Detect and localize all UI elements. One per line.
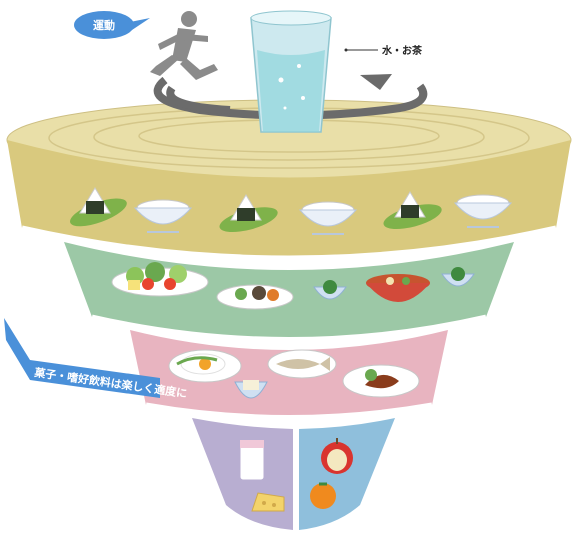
exercise-bubble: 運動: [74, 11, 150, 39]
orange-icon: [310, 482, 336, 509]
water-label-text: 水・お茶: [381, 44, 423, 57]
apple-icon: [321, 438, 353, 474]
fish-icon: [267, 349, 337, 379]
runner-icon: [150, 11, 218, 80]
meat-icon: [342, 364, 420, 398]
water-glass-icon: [250, 10, 332, 133]
rice-bowl-icon: [133, 199, 193, 233]
small-bowl-icon: [313, 280, 347, 300]
rice-ball-icon: [70, 187, 127, 227]
cheese-icon: [251, 492, 285, 512]
fried-egg-icon: [168, 349, 242, 383]
salad-icon: [111, 262, 209, 297]
small-bowl-icon: [441, 267, 475, 287]
rice-bowl-icon: [298, 201, 358, 235]
rice-ball-icon: [383, 191, 442, 230]
water-label: 水・お茶: [344, 44, 423, 57]
rice-bowl-icon: [453, 194, 513, 228]
tier-fruit: [299, 418, 395, 530]
exercise-bubble-label: 運動: [93, 18, 115, 32]
vegetable-dish-icon: [216, 284, 294, 310]
tofu-icon: [234, 380, 268, 399]
rice-ball-icon: [219, 194, 278, 233]
tier-grains: [7, 140, 571, 261]
soup-icon: [366, 274, 430, 302]
milk-glass-icon: [239, 439, 265, 481]
